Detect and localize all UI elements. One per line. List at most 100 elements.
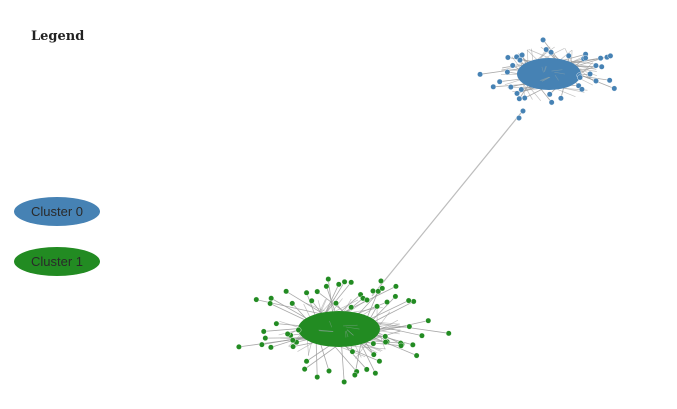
node-cluster-0 bbox=[507, 84, 514, 90]
edge bbox=[379, 323, 400, 330]
edge bbox=[320, 298, 335, 314]
node-cluster-0 bbox=[477, 71, 483, 78]
node-cluster-0 bbox=[611, 85, 618, 92]
edge bbox=[354, 345, 362, 358]
edge bbox=[307, 340, 309, 356]
edge bbox=[351, 345, 386, 350]
legend-item-cluster-0[interactable]: Cluster 0 bbox=[14, 197, 100, 226]
core-edge bbox=[345, 330, 349, 338]
node-cluster-1 bbox=[290, 343, 296, 350]
node-cluster-1 bbox=[283, 288, 290, 295]
node-cluster-0 bbox=[519, 52, 526, 58]
edge bbox=[379, 311, 391, 326]
node-cluster-0 bbox=[496, 78, 503, 85]
node-cluster-1 bbox=[382, 333, 389, 340]
node-cluster-1 bbox=[301, 366, 308, 373]
node-layer bbox=[236, 37, 618, 385]
node-cluster-1 bbox=[273, 320, 280, 327]
node-cluster-1 bbox=[236, 343, 242, 350]
node-cluster-0 bbox=[582, 55, 589, 61]
node-cluster-1 bbox=[325, 276, 332, 282]
node-cluster-1 bbox=[406, 323, 413, 330]
node-cluster-0 bbox=[606, 77, 613, 84]
node-cluster-0 bbox=[505, 54, 511, 61]
edge bbox=[378, 332, 386, 350]
node-cluster-1 bbox=[267, 300, 274, 307]
node-cluster-1 bbox=[376, 358, 383, 365]
bridge-node bbox=[516, 115, 522, 121]
edge bbox=[363, 343, 382, 352]
node-cluster-1 bbox=[409, 341, 416, 348]
node-cluster-1 bbox=[335, 281, 342, 288]
node-cluster-1 bbox=[262, 335, 269, 342]
bridge-node bbox=[520, 108, 526, 114]
bridge-edge bbox=[371, 112, 522, 297]
node-cluster-1 bbox=[370, 351, 377, 358]
node-cluster-1 bbox=[372, 370, 379, 377]
bridge-node bbox=[364, 297, 370, 303]
node-cluster-1 bbox=[348, 304, 355, 311]
node-cluster-0 bbox=[540, 37, 546, 43]
edge bbox=[317, 300, 322, 313]
node-cluster-1 bbox=[419, 332, 425, 339]
node-cluster-1 bbox=[289, 337, 296, 344]
node-cluster-0 bbox=[517, 57, 523, 64]
edge bbox=[523, 83, 533, 100]
edge bbox=[379, 328, 401, 331]
node-cluster-0 bbox=[565, 52, 572, 59]
node-cluster-1 bbox=[326, 368, 332, 374]
node-cluster-1 bbox=[308, 297, 315, 304]
node-cluster-1 bbox=[382, 339, 389, 345]
node-cluster-0 bbox=[509, 62, 516, 69]
edge bbox=[335, 299, 359, 312]
node-cluster-1 bbox=[341, 278, 348, 285]
core-edge bbox=[544, 66, 546, 72]
node-cluster-1 bbox=[314, 288, 321, 295]
edge bbox=[320, 298, 327, 314]
node-cluster-0 bbox=[558, 95, 564, 102]
edge bbox=[361, 343, 374, 355]
node-cluster-1 bbox=[284, 331, 291, 337]
node-cluster-0 bbox=[579, 86, 585, 93]
legend-item-label: Cluster 0 bbox=[30, 204, 84, 219]
cluster-core-layer bbox=[298, 58, 581, 347]
node-cluster-1 bbox=[260, 328, 267, 335]
edge bbox=[379, 330, 400, 335]
edge-layer bbox=[238, 39, 615, 382]
edge bbox=[363, 343, 383, 352]
core-edge bbox=[551, 69, 563, 72]
node-cluster-1 bbox=[295, 327, 302, 333]
node-cluster-0 bbox=[518, 86, 525, 93]
core-edge bbox=[542, 76, 551, 82]
node-cluster-1 bbox=[303, 289, 310, 296]
node-cluster-0 bbox=[593, 78, 599, 84]
edge bbox=[378, 324, 401, 328]
node-cluster-0 bbox=[516, 95, 523, 102]
node-cluster-1 bbox=[374, 303, 380, 310]
node-cluster-1 bbox=[392, 293, 399, 300]
node-cluster-0 bbox=[514, 90, 520, 97]
node-cluster-1 bbox=[445, 330, 452, 337]
legend-item-cluster-1[interactable]: Cluster 1 bbox=[14, 247, 100, 276]
core-edge bbox=[554, 74, 559, 81]
edge bbox=[527, 49, 529, 62]
edge bbox=[528, 49, 550, 59]
node-cluster-1 bbox=[348, 279, 355, 286]
node-cluster-1 bbox=[268, 344, 274, 351]
edge bbox=[557, 89, 576, 98]
edge bbox=[297, 342, 313, 352]
node-cluster-1 bbox=[379, 285, 386, 292]
node-cluster-1 bbox=[323, 283, 330, 290]
edge bbox=[580, 62, 593, 75]
core-edge bbox=[318, 330, 334, 332]
node-cluster-1 bbox=[268, 295, 275, 302]
node-cluster-0 bbox=[587, 71, 593, 77]
edge bbox=[343, 298, 352, 312]
core-edge bbox=[544, 66, 547, 72]
node-cluster-0 bbox=[607, 52, 614, 59]
cluster-core-1 bbox=[298, 311, 380, 347]
node-cluster-1 bbox=[363, 366, 370, 373]
node-cluster-1 bbox=[370, 340, 377, 347]
